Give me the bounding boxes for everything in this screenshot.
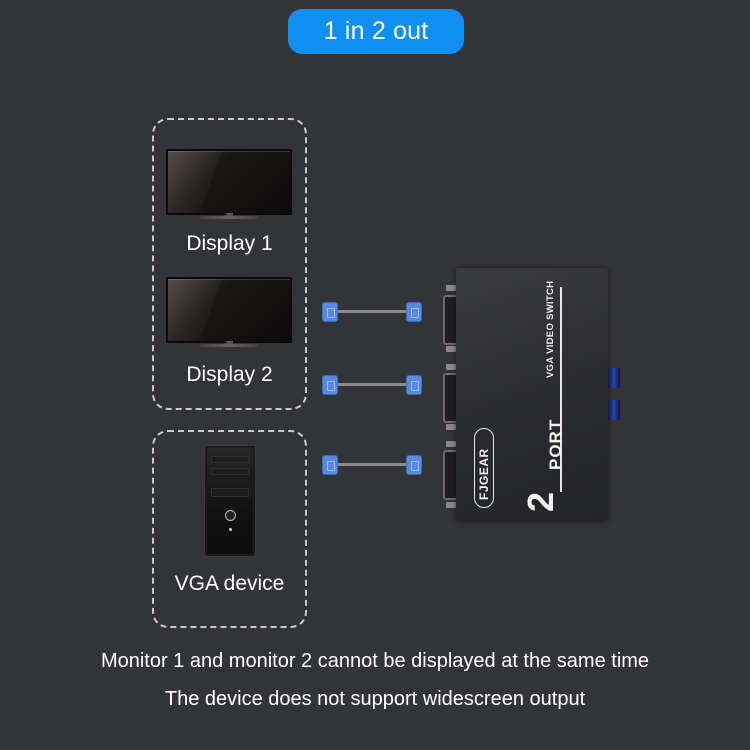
note-simultaneous-display: Monitor 1 and monitor 2 cannot be displa… — [100, 650, 650, 672]
source-group — [152, 430, 307, 628]
vga-plug-icon — [406, 302, 422, 322]
vga-cable-icon — [322, 369, 422, 401]
vga-plug-icon — [322, 455, 338, 475]
port-screw — [446, 346, 456, 352]
vga-plug-icon — [322, 375, 338, 395]
vga-plug-icon — [406, 455, 422, 475]
vga-plug-icon — [322, 302, 338, 322]
cable-wire — [336, 463, 408, 466]
displays-group — [152, 118, 307, 410]
brand-badge — [474, 428, 494, 508]
vga-cable-icon — [322, 449, 422, 481]
pc-tower-icon — [205, 446, 255, 556]
display-2-label: Display 2 — [186, 363, 273, 386]
device-port-label: PORT — [546, 418, 565, 470]
io-panel — [211, 488, 249, 497]
monitor-icon — [166, 149, 292, 215]
device-subtitle: VGA VIDEO SWITCH — [545, 280, 556, 378]
vga-cable-icon — [322, 296, 422, 328]
power-led-icon — [229, 528, 232, 531]
switch-divider-line — [560, 287, 562, 492]
drive-bay — [211, 456, 249, 463]
monitor-icon — [166, 277, 292, 343]
display-1-label: Display 1 — [186, 232, 273, 255]
port-screw — [446, 364, 456, 370]
cable-wire — [336, 310, 408, 313]
monitor-stand — [200, 216, 258, 219]
vga-device-label: VGA device — [174, 572, 285, 595]
page-title: 1 in 2 out — [323, 17, 429, 45]
port-screw — [446, 424, 456, 430]
port-screw — [446, 441, 456, 447]
drive-bay — [211, 468, 249, 475]
monitor-stand — [200, 344, 258, 347]
device-port-count: 2 — [520, 491, 561, 512]
vga-plug-icon — [406, 375, 422, 395]
monitor-stand-neck — [226, 341, 233, 345]
port-screw — [446, 285, 456, 291]
switch-button-2 — [608, 400, 620, 420]
cable-wire — [336, 383, 408, 386]
switch-button-1 — [608, 368, 620, 388]
monitor-stand-neck — [226, 213, 233, 217]
title-pill: 1 in 2 out — [288, 9, 464, 54]
brand-logo-icon — [225, 510, 236, 521]
device-brand: FJGEAR — [477, 448, 491, 500]
note-widescreen: The device does not support widescreen o… — [164, 688, 586, 710]
vga-switch-device — [456, 268, 608, 521]
port-screw — [446, 502, 456, 508]
